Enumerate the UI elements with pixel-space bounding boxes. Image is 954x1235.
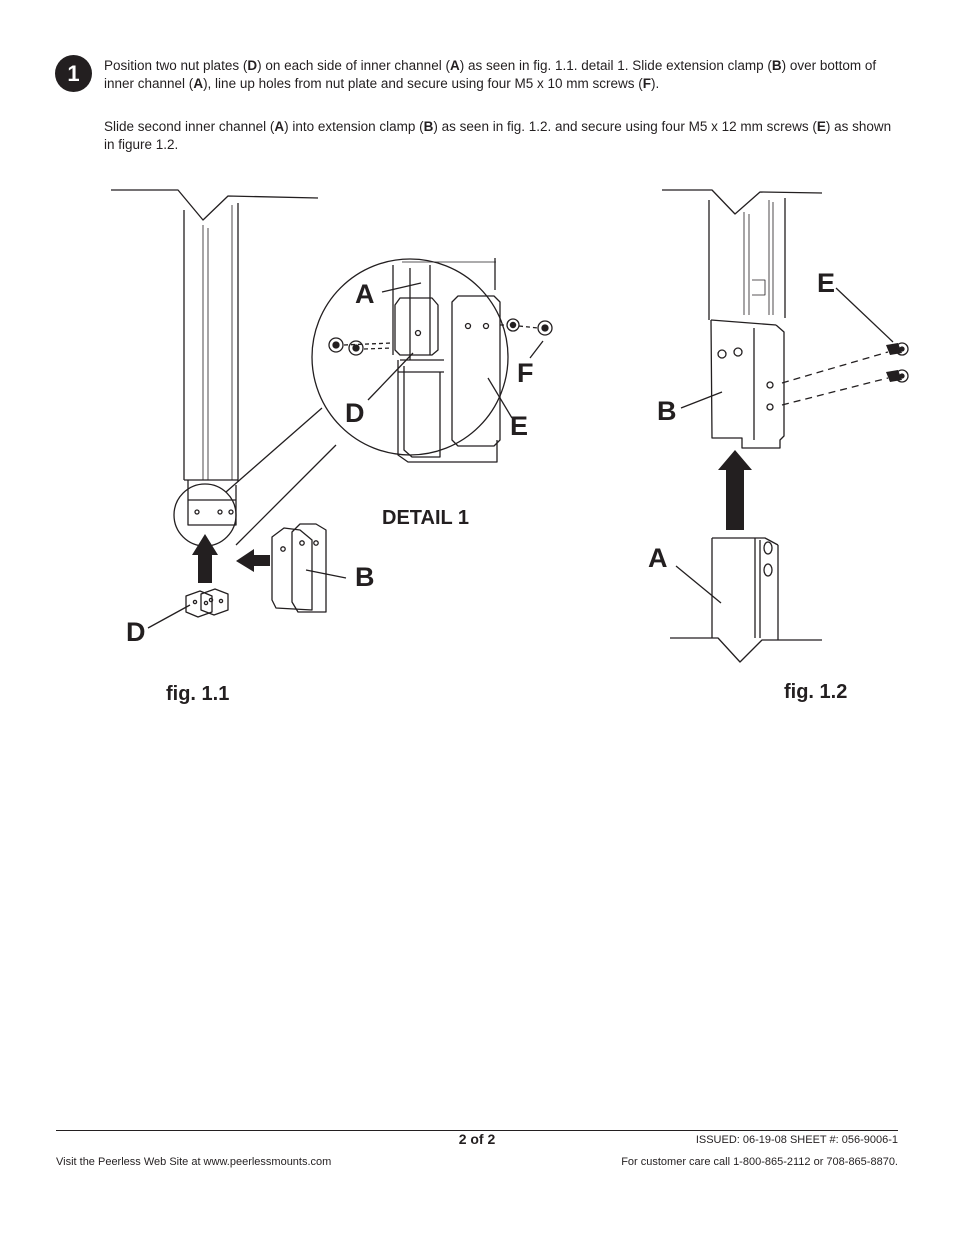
instruction-text-run: ), line up holes from nut plate and secu… [203,76,643,91]
fig-1-1-caption: fig. 1.1 [166,683,230,705]
label-a-fig12: A [648,543,668,573]
step-number-badge: 1 [55,55,92,92]
instruction-paragraph-1: Position two nut plates (D) on each side… [104,57,904,93]
instruction-text-run: ) as seen in fig. 1.2. and secure using … [433,119,817,134]
label-d-detail: D [345,398,365,428]
detail-1-drawing [311,258,553,463]
part-reference-letter: A [449,58,460,73]
instruction-text-run: ) on each side of inner channel ( [257,58,450,73]
part-reference-letter: B [423,119,434,134]
instruction-text-run: Slide second inner channel ( [104,119,275,134]
instruction-text-run: ) as shown in figure 1.2. [104,119,892,152]
page-number: 2 of 2 [458,1131,496,1147]
label-b-fig12: B [657,396,677,426]
label-f-detail: F [517,358,534,388]
instruction-text-run: ) as seen in fig. 1.1. detail 1. Slide e… [459,58,772,73]
label-b-fig11: B [355,562,375,592]
instruction-text-run: ). [651,76,660,91]
fig-1-1-drawing [111,189,347,629]
label-e-detail: E [510,411,529,441]
instruction-text-run: Position two nut plates ( [104,58,248,73]
label-a-detail: A [355,279,375,309]
website-note: Visit the Peerless Web Site at www.peerl… [56,1156,332,1168]
label-e-fig12: E [817,268,836,298]
customer-care-note: For customer care call 1-800-865-2112 or… [621,1156,898,1168]
instruction-paragraph-2: Slide second inner channel (A) into exte… [104,118,904,154]
part-reference-letter: A [274,119,285,134]
part-reference-letter: A [193,76,204,91]
fig-1-2-caption: fig. 1.2 [784,681,848,703]
instruction-text-run: ) into extension clamp ( [284,119,424,134]
footer-divider [56,1130,898,1131]
part-reference-letter: F [642,76,652,91]
issued-sheet-info: ISSUED: 06-19-08 SHEET #: 056-9006-1 [695,1134,898,1146]
instruction-text-run: ) over bottom of inner channel ( [104,58,877,91]
part-reference-letter: B [771,58,782,73]
detail-1-title: DETAIL 1 [382,507,470,529]
label-d-fig11: D [126,617,146,647]
part-reference-letter: D [247,58,258,73]
part-reference-letter: E [816,119,826,134]
fig-1-2-drawing [662,189,909,663]
